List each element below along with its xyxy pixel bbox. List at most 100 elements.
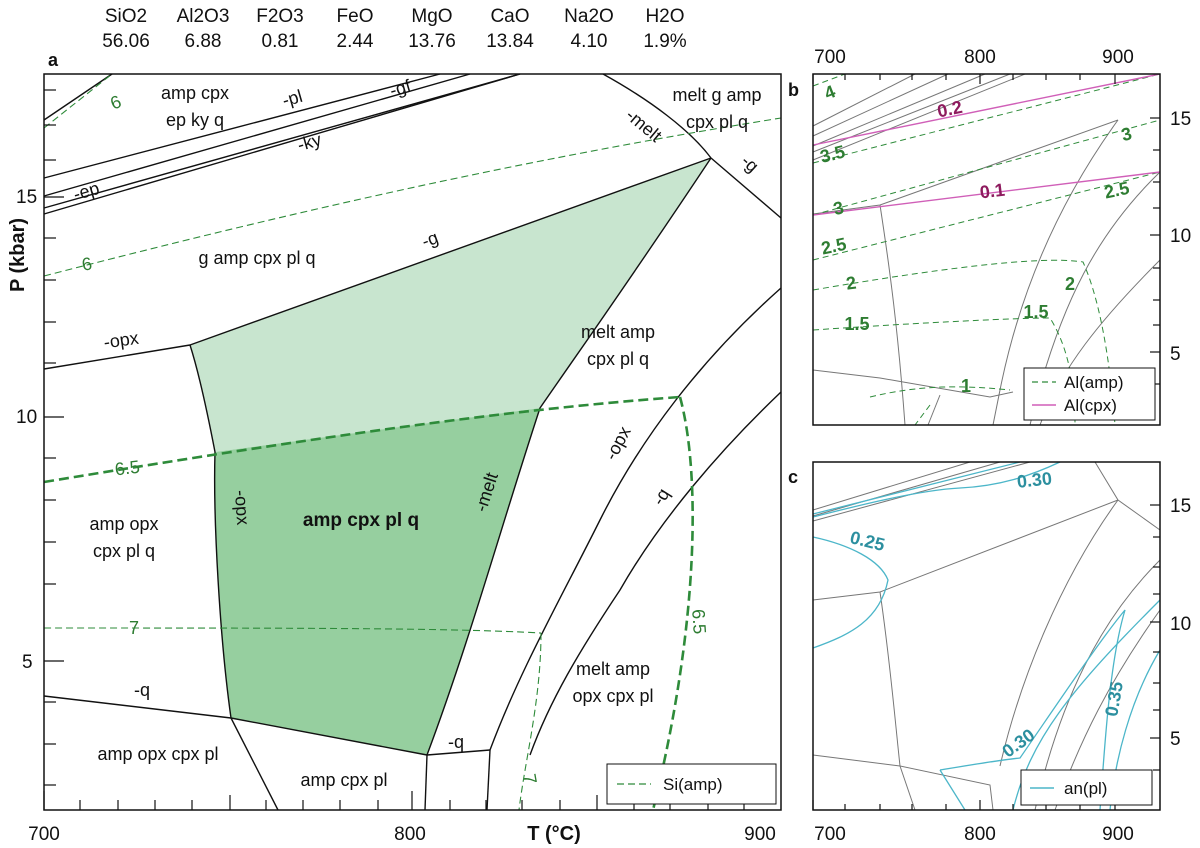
panel-c-boundaries	[812, 461, 1161, 811]
isopleth-label: 2.5	[819, 234, 848, 259]
field-label: cpx pl q	[587, 349, 649, 369]
y-tick-label: 15	[1170, 109, 1191, 130]
panel-b-amp-isopleths	[812, 73, 1161, 426]
field-label: melt amp	[576, 659, 650, 679]
isopleth-si-6-top	[43, 73, 113, 129]
x-tick-label: 900	[744, 824, 776, 845]
curve-label: -opx	[601, 423, 635, 463]
panel-b-frame	[812, 73, 1161, 426]
oxide-value: 1.9%	[643, 31, 686, 52]
isopleth-label: 3	[831, 197, 846, 219]
legend-label: Si(amp)	[663, 775, 723, 794]
field-label: amp cpx	[161, 83, 229, 103]
curve-label: -melt	[622, 105, 665, 146]
oxide-label: F2O3	[256, 6, 304, 27]
isopleth-si-7	[43, 627, 542, 634]
field-label: melt amp	[581, 322, 655, 342]
boundary-q-right	[529, 391, 782, 756]
isopleth-si-7-lower	[518, 632, 542, 811]
panel-c-frame	[812, 461, 1161, 811]
an-isopleth-label: 0.30	[1016, 468, 1053, 492]
boundary-pl-low	[230, 717, 279, 811]
oxide-label: SiO2	[105, 6, 147, 27]
boundary-pl	[43, 73, 441, 179]
isopleth-label: 7	[519, 772, 540, 785]
panel-b-letter: b	[788, 80, 799, 100]
isopleth-label: 6.5	[688, 608, 710, 634]
legend-label: Al(cpx)	[1064, 396, 1117, 415]
curve-label: -q	[648, 485, 673, 509]
composition-header: SiO2 Al2O3 F2O3 FeO MgO CaO Na2O H2O 56.…	[102, 6, 687, 52]
isopleth-label: 6.5	[114, 457, 141, 480]
legend-label: Al(amp)	[1064, 373, 1124, 392]
y-tick-label: 5	[1170, 344, 1181, 365]
isopleth-label: 7	[129, 618, 139, 638]
field-label: cpx pl q	[93, 541, 155, 561]
boundary-amp-low-2	[486, 749, 491, 811]
cpx-isopleth-label: 0.2	[935, 97, 964, 122]
y-axis-label: P (kbar)	[7, 218, 29, 292]
x-axis-label: T (°C)	[527, 823, 581, 845]
phase-boundaries	[43, 73, 782, 811]
field-label: amp cpx pl	[300, 770, 387, 790]
boundary-amp-low-1	[424, 754, 428, 811]
field-label: g amp cpx pl q	[198, 248, 315, 268]
boundary-ky	[43, 73, 521, 209]
x-tick-label: 900	[1102, 824, 1134, 845]
isopleth-label: 1.5	[844, 314, 869, 334]
oxide-value: 0.81	[262, 31, 299, 52]
boundary-opx-vertical	[189, 344, 232, 719]
boundary-q-left	[43, 695, 232, 719]
isopleth-si-65-right	[651, 396, 694, 811]
y-tick-label: 5	[1170, 729, 1181, 750]
x-tick-label: 900	[1102, 47, 1134, 68]
isopleth-si-6-mid	[43, 117, 782, 277]
field-label: cpx pl q	[686, 112, 748, 132]
field-light-shading	[190, 158, 711, 452]
y-tick-label: 15	[1170, 496, 1191, 517]
oxide-label: FeO	[337, 6, 374, 27]
field-label: amp opx cpx pl	[97, 744, 218, 764]
boundary-g-mid	[189, 157, 712, 346]
y-tick-label: 10	[16, 407, 37, 428]
boundary-ep	[43, 73, 521, 215]
isopleth-label: 3	[1119, 123, 1134, 145]
boundary-melt-mid	[426, 157, 712, 756]
curve-label: -opx	[102, 328, 139, 353]
boundary-q-bottom	[230, 717, 428, 756]
panel-b-ticks	[812, 74, 1160, 385]
isopleth-label: 2.5	[1102, 178, 1131, 203]
x-tick-label: 800	[964, 824, 996, 845]
panel-a-ticks	[43, 89, 745, 810]
field-label: ep ky q	[166, 110, 224, 130]
isopleth-label: 6	[80, 253, 93, 274]
oxide-value: 4.10	[571, 31, 608, 52]
y-tick-label: 15	[16, 187, 37, 208]
oxide-value: 6.88	[185, 31, 222, 52]
curve-label: -q	[448, 732, 464, 752]
oxide-value: 2.44	[337, 31, 374, 52]
boundary-melt-top	[602, 73, 712, 159]
boundary-q-join	[426, 749, 491, 756]
an-isopleth-label: 0.25	[848, 527, 887, 555]
oxide-label: Na2O	[564, 6, 614, 27]
panel-b-cpx-isopleths	[812, 73, 1161, 216]
panel-a-letter: a	[48, 50, 59, 70]
oxide-value: 56.06	[102, 31, 150, 52]
oxide-label: MgO	[411, 6, 452, 27]
an-isopleth-label: 0.35	[1101, 680, 1127, 718]
x-tick-label: 700	[814, 824, 846, 845]
field-label: melt g amp	[672, 85, 761, 105]
field-label: amp opx	[89, 514, 158, 534]
field-label-highlight: amp cpx pl q	[303, 510, 419, 531]
boundary-g-right	[710, 157, 782, 219]
isopleth-label: 2	[1065, 274, 1075, 294]
x-tick-label: 800	[964, 47, 996, 68]
oxide-label: H2O	[645, 6, 684, 27]
boundary-opx-left	[43, 344, 191, 370]
curve-label: -pl	[280, 86, 305, 111]
panel-b-legend	[1023, 367, 1156, 421]
isopleth-si-65	[43, 395, 681, 484]
oxide-label: Al2O3	[177, 6, 230, 27]
